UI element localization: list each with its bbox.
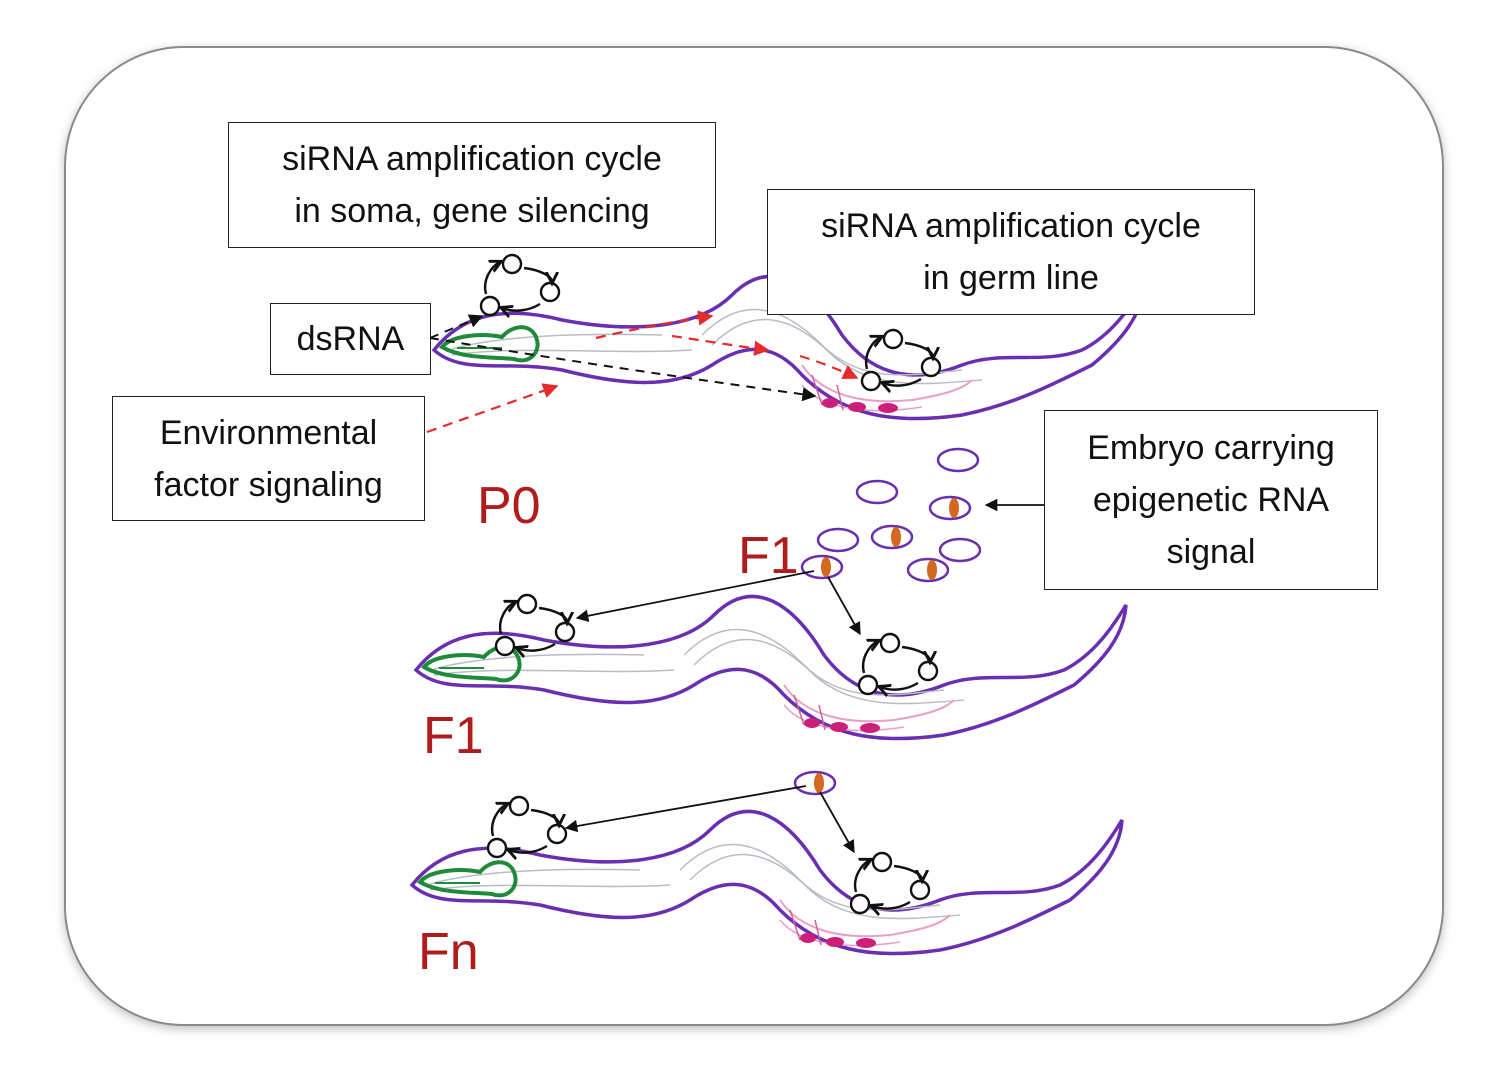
fn-worm: [410, 809, 1124, 956]
environment-arrows: [426, 310, 859, 434]
germ-cycle-label: siRNA amplification cycle in germ line: [767, 189, 1255, 315]
dsrna-arrows: [429, 314, 817, 402]
inheritance-arrows: [564, 498, 1044, 854]
generation-fn: Fn: [418, 923, 479, 981]
generation-f1: F1: [423, 707, 484, 765]
embryo: [938, 537, 982, 563]
generation-f1-embryos: F1: [738, 527, 799, 585]
generation-p0: P0: [477, 477, 541, 535]
fn-germ-cycle-icon: [851, 853, 929, 913]
f1-germ-cycle-icon: [859, 634, 937, 694]
environment-label: Environmental factor signaling: [112, 396, 425, 521]
embryo: [816, 527, 860, 553]
f1-source-embryo: [800, 554, 844, 580]
embryo: [855, 479, 899, 505]
marked-embryo: [928, 495, 972, 521]
dsrna-label: dsRNA: [270, 303, 431, 375]
embryo: [936, 447, 980, 473]
marked-embryo: [870, 524, 914, 550]
fn-soma-cycle-icon: [488, 797, 566, 857]
soma-cycle-label: siRNA amplification cycle in soma, gene …: [228, 122, 716, 248]
p0-soma-cycle-icon: [481, 255, 559, 315]
embryo-label: Embryo carrying epigenetic RNA signal: [1044, 410, 1378, 590]
marked-embryo: [906, 557, 950, 583]
fn-source-embryo: [793, 770, 837, 796]
f1-worm: [414, 594, 1128, 741]
